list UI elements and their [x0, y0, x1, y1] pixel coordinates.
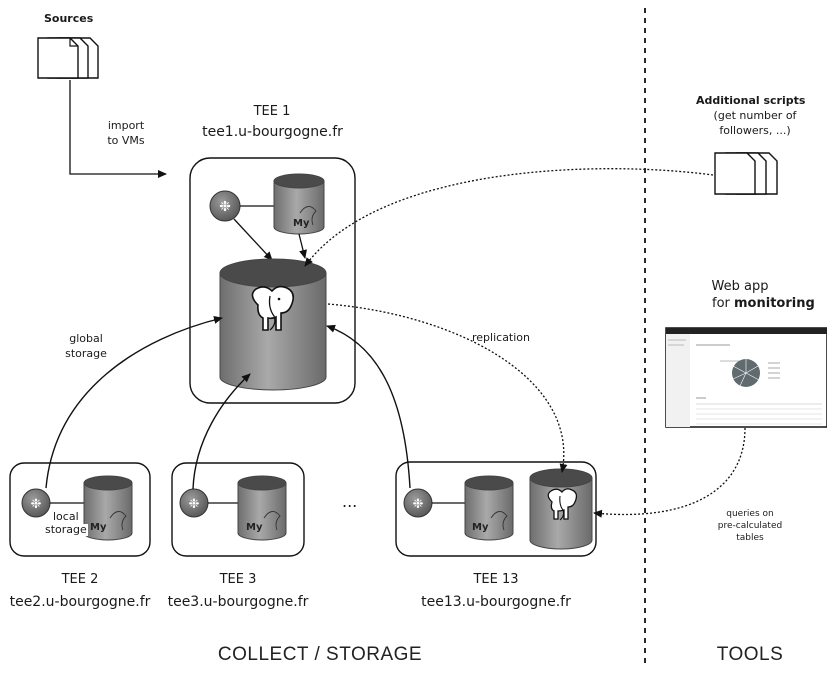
import-arrow	[69, 80, 167, 178]
global-storage-arrow-tee2	[45, 316, 223, 489]
webapp-queries-arrow	[593, 427, 746, 518]
sources-documents-icon	[37, 37, 99, 79]
queries-line3: tables	[736, 533, 764, 543]
tee2-local-storage-line2: storage	[44, 523, 88, 536]
scripts-title: Additional scripts	[696, 94, 806, 107]
queries-line2: pre-calculated	[717, 521, 783, 531]
tee1-host: tee1.u-bourgogne.fr	[202, 124, 343, 140]
global-storage-arrow-tee13	[326, 324, 411, 489]
tee1-name: TEE 1	[253, 104, 291, 119]
tee1-postgres-cylinder	[219, 258, 327, 391]
svg-text:❉: ❉	[219, 199, 231, 215]
tee1-node-to-postgres-arrow	[233, 218, 273, 261]
tee3-node-icon: ❉	[179, 488, 209, 518]
webapp-thumbnail	[665, 327, 827, 428]
global-storage-line2: storage	[65, 347, 107, 360]
tee2-mysql-logo: My	[90, 522, 107, 533]
replication-arrow	[327, 303, 568, 473]
tee2-mysql-cylinder	[83, 475, 133, 541]
tee13-node-icon: ❉	[403, 488, 433, 518]
import-label-line1: import	[107, 119, 145, 132]
tee13-mysql-logo: My	[472, 522, 489, 533]
collect-storage-section-title: COLLECT / STORAGE	[217, 644, 423, 665]
global-storage-arrow-tee3	[192, 373, 251, 490]
tee2-node-icon: ❉	[21, 488, 51, 518]
tee13-host: tee13.u-bourgogne.fr	[421, 594, 571, 610]
scripts-documents-icon	[714, 152, 778, 195]
tee1-mysql-logo: My	[293, 218, 310, 229]
tee1-mysql-to-postgres-arrow	[298, 233, 307, 259]
tee3-mysql-cylinder	[237, 475, 287, 541]
svg-text:❉: ❉	[189, 497, 200, 512]
tee13-mysql-cylinder	[464, 475, 514, 541]
global-storage-line1: global	[69, 332, 103, 345]
tee1-postgres-elephant-icon	[251, 285, 295, 331]
scripts-line2: (get number of	[713, 109, 797, 122]
webapp-title-line1: Web app	[711, 279, 769, 294]
tee3-host: tee3.u-bourgogne.fr	[167, 594, 309, 610]
tee3-name: TEE 3	[219, 572, 257, 587]
tee2-name: TEE 2	[61, 572, 99, 587]
replication-label: replication	[472, 331, 531, 344]
tee3-mysql-logo: My	[246, 522, 263, 533]
tee1-node-icon: ❉	[209, 190, 241, 222]
scripts-to-postgres-arrow	[304, 168, 714, 267]
import-label-line2: to VMs	[107, 134, 145, 147]
ellipsis: ...	[342, 492, 358, 511]
queries-line1: queries on	[726, 509, 774, 519]
tee2-host: tee2.u-bourgogne.fr	[9, 594, 151, 610]
tee1-mysql-cylinder	[273, 173, 325, 235]
svg-text:❉: ❉	[413, 497, 424, 512]
tee2-local-storage-line1: local	[52, 510, 80, 523]
tee13-postgres-elephant-icon	[547, 488, 578, 521]
svg-text:❉: ❉	[31, 497, 42, 512]
webapp-title-line2: for monitoring	[712, 296, 815, 311]
tee13-name: TEE 13	[473, 572, 519, 587]
scripts-line3: followers, ...)	[719, 124, 791, 137]
sources-title: Sources	[44, 12, 94, 25]
tools-section-title: TOOLS	[716, 644, 784, 665]
